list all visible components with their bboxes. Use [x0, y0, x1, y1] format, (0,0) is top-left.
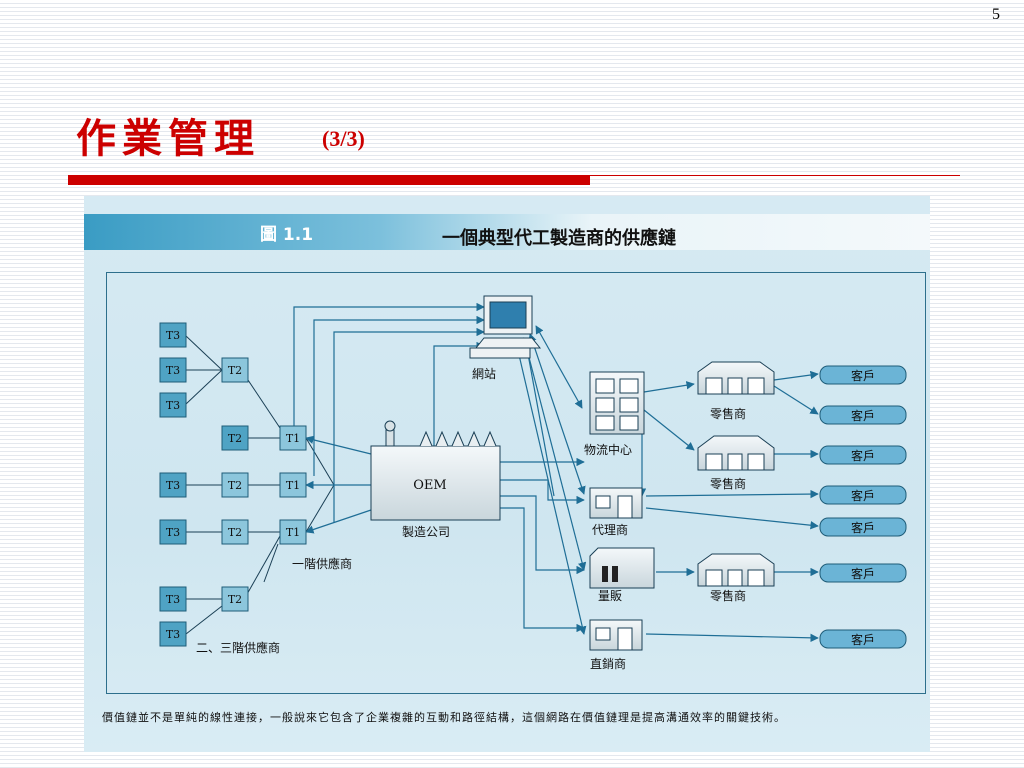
t3-label: T3 [166, 593, 180, 606]
channel-to-customer-arrows [643, 370, 819, 643]
tier1-caption: 一階供應商 [292, 556, 352, 571]
customer-label: 客戶 [851, 566, 875, 581]
retailer-label: 零售商 [710, 406, 746, 421]
figure-title: 一個典型代工製造商的供應鏈 [442, 228, 676, 249]
t2-box [221, 425, 249, 451]
mass-merchandiser-icon [589, 547, 655, 589]
t1-box [279, 519, 307, 545]
tier23-caption: 二、三階供應商 [196, 640, 280, 655]
t1-label: T1 [286, 432, 300, 445]
t2-box [221, 519, 249, 545]
mass-label: 量販 [598, 589, 622, 603]
customer-nodes [819, 365, 907, 649]
t3-box [159, 357, 187, 383]
agent-building-icon [589, 487, 643, 519]
t3-box [159, 621, 187, 647]
t3-label: T3 [166, 526, 180, 539]
t3-box [159, 519, 187, 545]
customer-label: 客戶 [851, 632, 875, 647]
customer-label: 客戶 [851, 520, 875, 535]
title-underline [68, 175, 590, 185]
slide-title-suffix: (3/3) [322, 126, 365, 151]
customer-box [819, 445, 907, 465]
customer-label: 客戶 [851, 448, 875, 463]
supply-chain-figure: 圖 1.1 一個典型代工製造商的供應鏈 [84, 196, 930, 752]
retailer-label: 零售商 [710, 588, 746, 603]
logistics-center-icon [589, 371, 645, 435]
t2-box [221, 586, 249, 612]
t2-box [221, 472, 249, 498]
tier2-suppliers [221, 357, 249, 612]
t3-label: T3 [166, 364, 180, 377]
t2-label: T2 [228, 593, 242, 606]
agent-label: 代理商 [592, 522, 628, 537]
customer-label: 客戶 [851, 408, 875, 423]
website-label: 網站 [472, 367, 496, 381]
tier1-suppliers [279, 425, 307, 545]
t3-label: T3 [166, 399, 180, 412]
t3-box [159, 472, 187, 498]
t1-label: T1 [286, 526, 300, 539]
logistics-label: 物流中心 [584, 442, 632, 457]
figure-header-bar [84, 214, 930, 250]
t3-label: T3 [166, 329, 180, 342]
t3-box [159, 322, 187, 348]
customer-label: 客戶 [851, 368, 875, 383]
tier3-suppliers [159, 322, 187, 647]
t1-label: T1 [286, 479, 300, 492]
manufacturer-label: 製造公司 [402, 525, 450, 539]
customer-box [819, 629, 907, 649]
oem-factory-icon [370, 420, 501, 521]
oem-label: OEM [413, 478, 446, 493]
oem-to-t1-arrows [305, 435, 372, 534]
t1-box [279, 425, 307, 451]
customer-box [819, 405, 907, 425]
t3-label: T3 [166, 479, 180, 492]
slide-number: 5 [992, 6, 1000, 23]
direct-seller-icon [589, 619, 643, 651]
retailer-store-icon [697, 553, 775, 587]
slide-title: 作業管理 [76, 115, 260, 162]
retailer-store-icon [697, 435, 775, 471]
website-arrows [293, 302, 587, 635]
supply-chain-diagram: T3 T3 T3 T3 T3 T3 T3 T2 T2 T2 T2 T2 [159, 295, 907, 671]
figure-label: 圖 1.1 [260, 225, 314, 245]
t2-label: T2 [228, 432, 242, 445]
figure-caption: 價值鏈並不是單純的線性連接，一般說來它包含了企業複雜的互動和路徑結構，這個網路在… [102, 711, 786, 724]
customer-box [819, 563, 907, 583]
t3-label: T3 [166, 628, 180, 641]
direct-label: 直銷商 [590, 656, 626, 671]
customer-label: 客戶 [851, 488, 875, 503]
retailer-label: 零售商 [710, 476, 746, 491]
customer-box [819, 517, 907, 537]
t2-label: T2 [228, 526, 242, 539]
t2-box [221, 357, 249, 383]
t3-box [159, 392, 187, 418]
retailer-store-icon [697, 361, 775, 395]
website-computer-icon [469, 295, 542, 359]
t2-label: T2 [228, 479, 242, 492]
title-underline-thin [590, 175, 960, 176]
t2-label: T2 [228, 364, 242, 377]
figure-panel [106, 272, 926, 694]
t1-box [279, 472, 307, 498]
customer-box [819, 485, 907, 505]
customer-box [819, 365, 907, 385]
t3-box [159, 586, 187, 612]
